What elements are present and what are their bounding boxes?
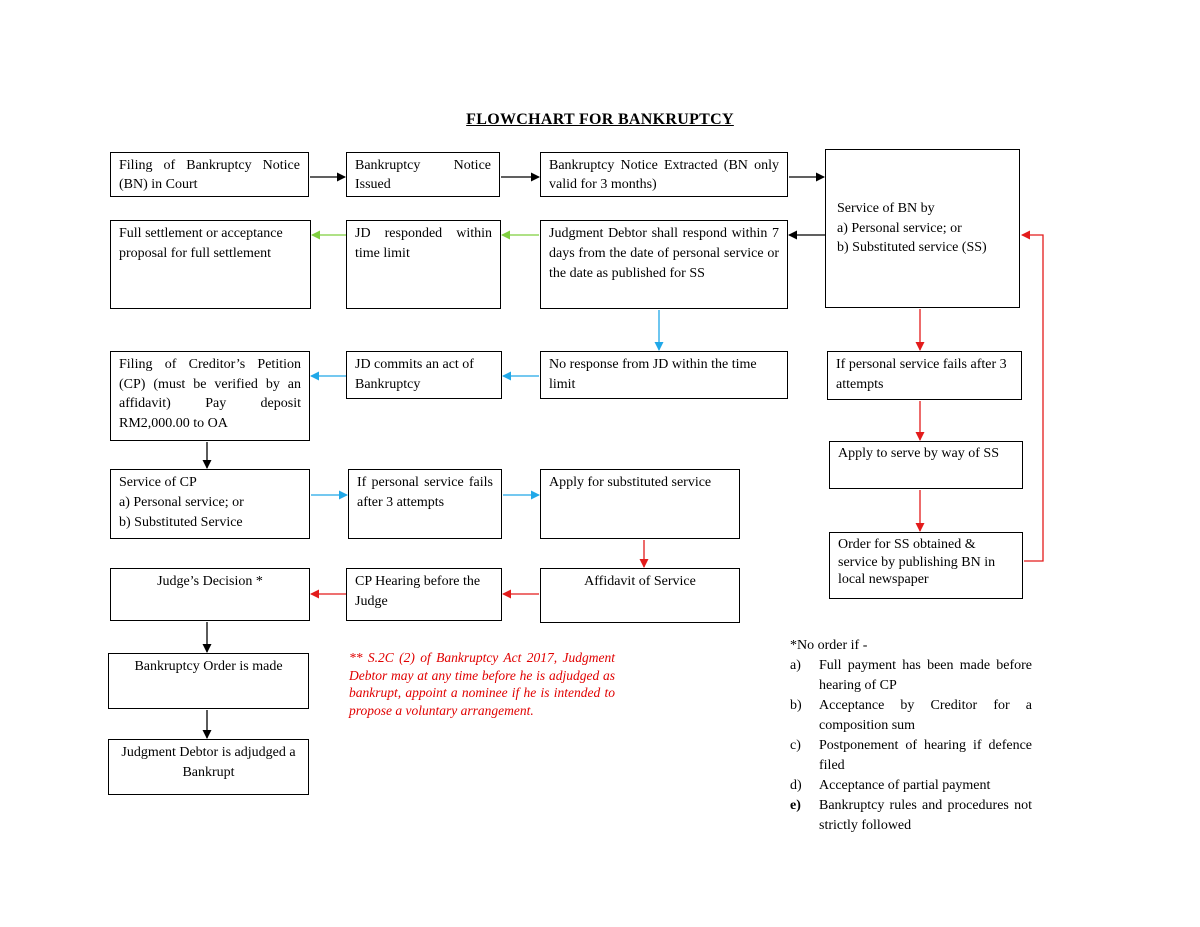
service-cp-line2: a) Personal service; or	[119, 495, 244, 510]
service-bn-line2: a) Personal service; or	[837, 220, 962, 236]
box-affidavit-text: Affidavit of Service	[584, 574, 696, 589]
box-judge-decision-text: Judge’s Decision *	[157, 574, 263, 589]
legend-item: b) Acceptance by Creditor for a composit…	[790, 696, 1032, 736]
box-ps-fails-mid-text: If personal service fails after 3 attemp…	[357, 475, 493, 510]
box-bankruptcy-order: Bankruptcy Order is made	[108, 653, 309, 709]
legend-item-text: Postponement of hearing if defence filed	[819, 738, 1032, 773]
legend-heading: *No order if -	[790, 638, 868, 653]
box-jd-commits-text: JD commits an act of Bankruptcy	[355, 357, 474, 392]
legend-item: e) Bankruptcy rules and procedures not s…	[790, 796, 1032, 836]
box-filing-cp: Filing of Creditor’s Petition (CP) (must…	[110, 351, 310, 441]
service-cp-line1: Service of CP	[119, 475, 197, 490]
box-ps-fails-right: If personal service fails after 3 attemp…	[827, 351, 1022, 400]
legend-item-text: Acceptance by Creditor for a composition…	[819, 698, 1032, 733]
box-filing-cp-text: Filing of Creditor’s Petition (CP) (must…	[119, 357, 301, 431]
box-jd-commits: JD commits an act of Bankruptcy	[346, 351, 502, 399]
page-title: FLOWCHART FOR BANKRUPTCY	[466, 111, 734, 128]
box-jd-respond-text: Judgment Debtor shall respond within 7 d…	[549, 226, 779, 281]
legend-item-label: c)	[790, 738, 801, 753]
box-cp-hearing-text: CP Hearing before the Judge	[355, 574, 481, 609]
legend-item-text: Bankruptcy rules and procedures not stri…	[819, 798, 1032, 833]
box-bn-extracted: Bankruptcy Notice Extracted (BN only val…	[540, 152, 788, 197]
box-ps-fails-right-text: If personal service fails after 3 attemp…	[836, 357, 1007, 392]
legend-item-label: b)	[790, 698, 802, 713]
box-service-cp: Service of CP a) Personal service; or b)…	[110, 469, 310, 539]
box-service-bn: Service of BN by a) Personal service; or…	[825, 149, 1020, 308]
box-filing-bn-text: Filing of Bankruptcy Notice (BN) in Cour…	[119, 158, 300, 192]
legend-item: a) Full payment has been made before hea…	[790, 656, 1032, 696]
box-bn-issued-text: Bankruptcy Notice Issued	[355, 158, 491, 192]
box-affidavit: Affidavit of Service	[540, 568, 740, 623]
legend-item: d) Acceptance of partial payment	[790, 776, 1032, 796]
box-order-ss: Order for SS obtained & service by publi…	[829, 532, 1023, 599]
box-jd-responded-text: JD responded within time limit	[355, 226, 492, 261]
box-apply-ss-mid-text: Apply for substituted service	[549, 475, 712, 490]
legend-item-text: Full payment has been made before hearin…	[819, 658, 1032, 693]
box-no-response-text: No response from JD within the time limi…	[549, 357, 757, 392]
box-jd-responded: JD responded within time limit	[346, 220, 501, 309]
box-apply-ss-mid: Apply for substituted service	[540, 469, 740, 539]
box-apply-ss-right-text: Apply to serve by way of SS	[838, 446, 999, 461]
no-order-legend: *No order if - a) Full payment has been …	[790, 636, 1032, 836]
box-full-settlement: Full settlement or acceptance proposal f…	[110, 220, 311, 309]
arrow-order-loop-to-service	[1021, 230, 1044, 562]
legend-item-text: Acceptance of partial payment	[819, 778, 991, 793]
legend-item-label: d)	[790, 778, 802, 793]
box-bn-issued: Bankruptcy Notice Issued	[346, 152, 500, 197]
box-jd-respond: Judgment Debtor shall respond within 7 d…	[540, 220, 788, 309]
box-jd-adjudged-text: Judgment Debtor is adjudged a Bankrupt	[121, 745, 296, 780]
service-cp-line3: b) Substituted Service	[119, 515, 243, 530]
box-judge-decision: Judge’s Decision *	[110, 568, 310, 621]
legend-item-label: e)	[790, 798, 801, 813]
service-bn-line1: Service of BN by	[837, 201, 935, 217]
box-full-settlement-text: Full settlement or acceptance proposal f…	[119, 226, 283, 261]
legend-item: c) Postponement of hearing if defence fi…	[790, 736, 1032, 776]
box-no-response: No response from JD within the time limi…	[540, 351, 788, 399]
box-cp-hearing: CP Hearing before the Judge	[346, 568, 502, 621]
box-bn-extracted-text: Bankruptcy Notice Extracted (BN only val…	[549, 158, 779, 192]
box-bankruptcy-order-text: Bankruptcy Order is made	[134, 659, 283, 674]
box-jd-adjudged: Judgment Debtor is adjudged a Bankrupt	[108, 739, 309, 795]
box-ps-fails-mid: If personal service fails after 3 attemp…	[348, 469, 502, 539]
box-filing-bn: Filing of Bankruptcy Notice (BN) in Cour…	[110, 152, 309, 197]
legend-item-label: a)	[790, 658, 801, 673]
service-bn-line3: b) Substituted service (SS)	[837, 240, 987, 256]
box-order-ss-text: Order for SS obtained & service by publi…	[838, 537, 996, 587]
box-apply-ss-right: Apply to serve by way of SS	[829, 441, 1023, 489]
section-2c-note: ** S.2C (2) of Bankruptcy Act 2017, Judg…	[349, 650, 615, 718]
